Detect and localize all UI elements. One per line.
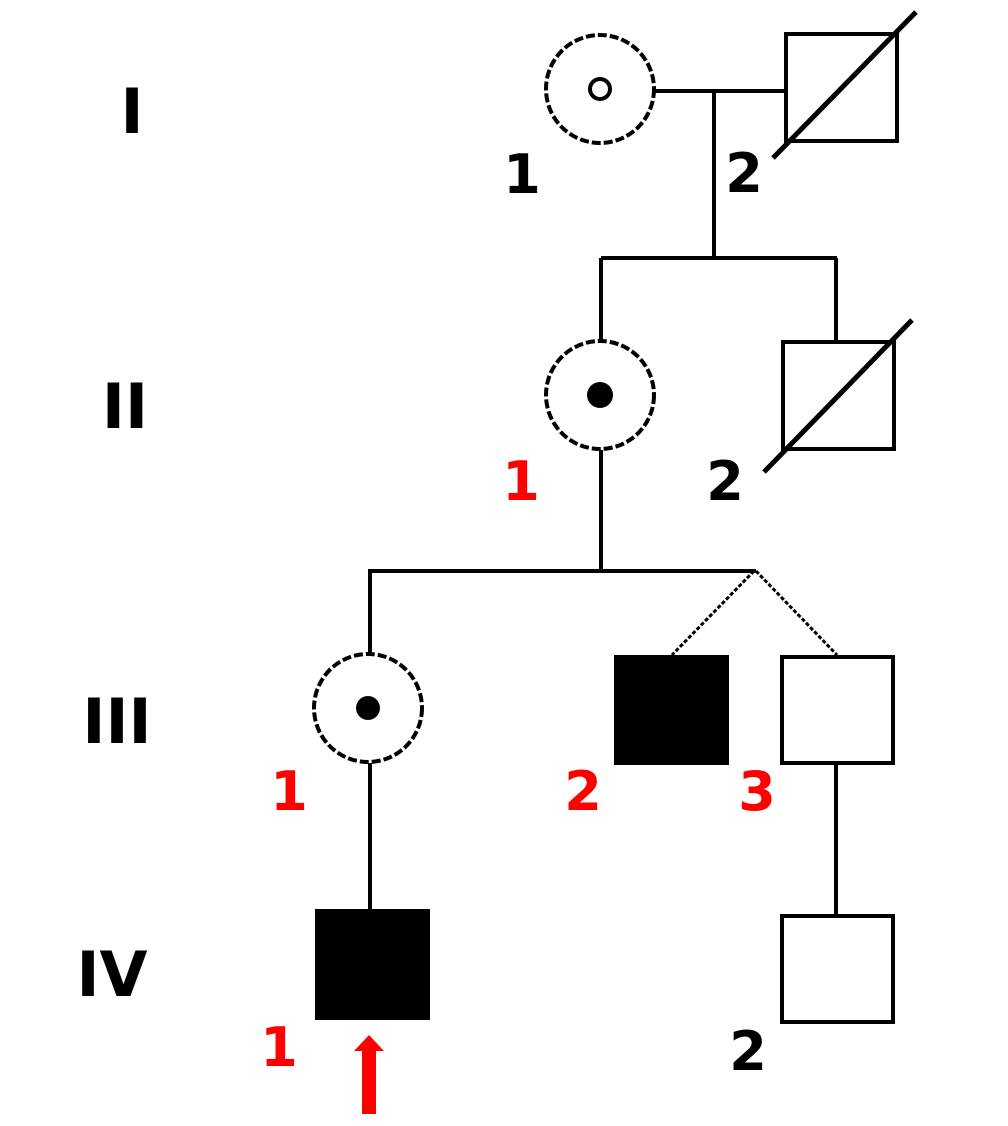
carrier-dot-icon xyxy=(587,382,613,408)
generation-label-I: I xyxy=(120,75,143,148)
individual-IV2[interactable]: 2 xyxy=(729,914,895,1083)
twin-line-III3 xyxy=(754,569,839,657)
individual-IV1[interactable]: 1 xyxy=(260,909,430,1114)
male-symbol xyxy=(780,655,895,765)
individual-II1[interactable]: 1 xyxy=(502,339,656,513)
deceased-slash-icon xyxy=(762,318,914,474)
generation-label-III: III xyxy=(82,685,151,758)
carrier-dot-icon xyxy=(356,696,380,720)
male-affected-symbol xyxy=(315,909,430,1020)
carrier-dot-icon xyxy=(588,77,612,101)
individual-label: 2 xyxy=(706,450,744,513)
individual-label: 1 xyxy=(503,143,541,206)
twin-line-III2 xyxy=(670,569,756,657)
individual-label: 3 xyxy=(738,760,776,823)
generation-label-II: II xyxy=(102,370,148,443)
male-affected-symbol xyxy=(614,655,729,765)
deceased-slash-icon xyxy=(771,10,918,160)
individual-label: 1 xyxy=(260,1016,298,1079)
generation-label-IV: IV xyxy=(76,938,147,1011)
proband-arrow-icon xyxy=(354,1035,384,1114)
individual-I1[interactable]: 1 xyxy=(503,33,656,206)
individual-label: 2 xyxy=(725,142,763,205)
individual-III2[interactable]: 2 xyxy=(564,655,729,823)
individual-label: 1 xyxy=(502,450,540,513)
individual-II2[interactable]: 2 xyxy=(706,318,914,513)
individual-I2[interactable]: 2 xyxy=(725,10,918,205)
individual-III3[interactable]: 3 xyxy=(738,655,895,823)
individual-label: 2 xyxy=(729,1020,767,1083)
individual-III1[interactable]: 1 xyxy=(270,652,424,823)
male-symbol xyxy=(780,914,895,1024)
individual-label: 2 xyxy=(564,760,602,823)
individual-label: 1 xyxy=(270,760,308,823)
